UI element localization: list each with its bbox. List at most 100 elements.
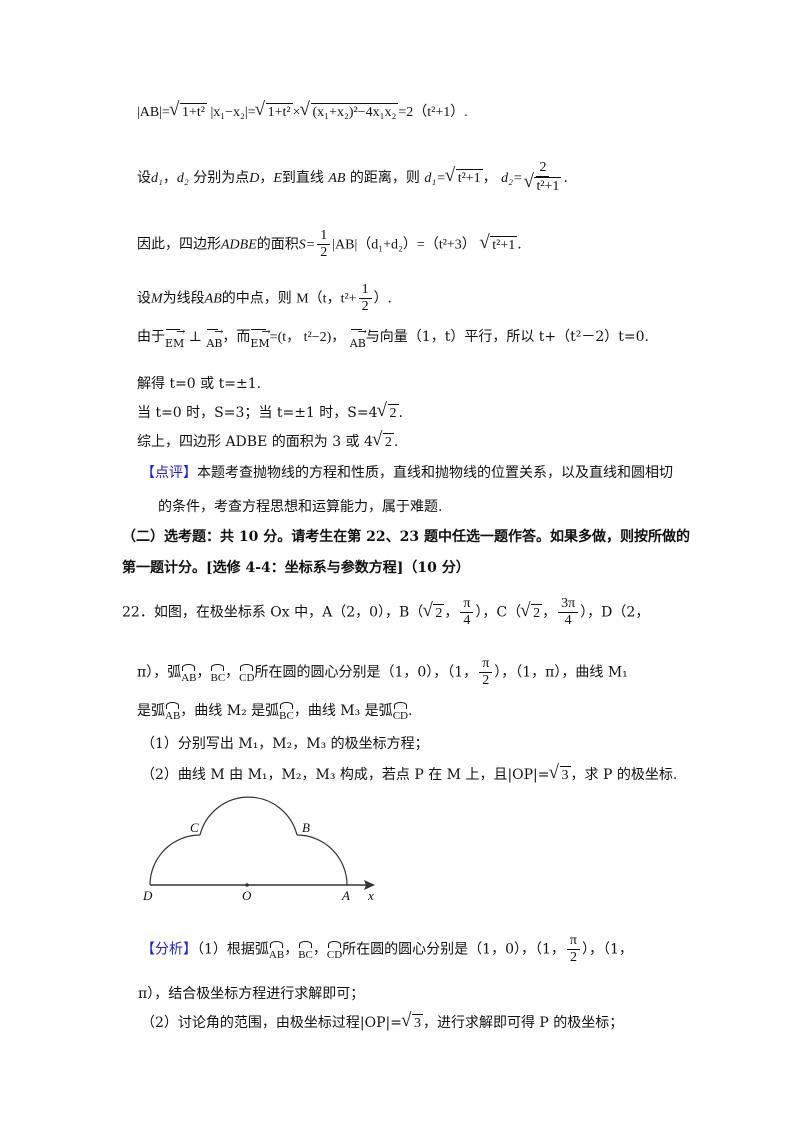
text: 与向量（1，t）平行，所以 t+（t²－2）t=0. <box>365 329 649 345</box>
numerator: 1 <box>317 228 331 245</box>
text: ，而 <box>222 329 251 345</box>
arc-bc <box>199 796 298 836</box>
text: ），（1， <box>581 941 633 958</box>
sqrt-content: 2 <box>387 404 399 421</box>
ab-length-formula: |AB|=1+t² |x₁−x₂|=1+t²×(x₁+x₂)²−4x₁x₂=2（… <box>137 100 468 123</box>
m-coord: M（t，t²+ <box>296 291 357 307</box>
numerator: π <box>479 656 493 673</box>
text: 综上，四边形 ADBE 的面积为 3 或 4 <box>137 434 373 450</box>
label-D: D <box>143 888 153 903</box>
arc-ab <box>296 834 348 886</box>
analysis-line-3: （2）讨论角的范围，由极坐标过程|OP|=3，进行求解即可得 P 的极坐标； <box>141 1011 624 1034</box>
abs-term: |x₁−x₂|= <box>210 105 256 120</box>
d2-eq: d₂= <box>501 171 523 186</box>
text: （2）讨论角的范围，由极坐标过程|OP|= <box>141 1015 402 1031</box>
arc-ab: AB <box>165 702 180 726</box>
review-line-2: 的条件，考查方程思想和运算能力，属于难题. <box>158 499 443 515</box>
text: 22．如图，在极坐标系 Ox 中，A（2，0），B（ <box>122 604 424 621</box>
var-d2: d₂ <box>176 171 189 186</box>
sqrt-1: 1+t² <box>169 100 207 123</box>
text: 分别为点 <box>193 170 250 186</box>
arc-ab: AB <box>269 940 284 965</box>
text: 到直线 <box>281 170 324 186</box>
numerator: 1 <box>358 282 372 299</box>
vector-em: EM <box>165 322 185 354</box>
text: 所在圆的圆心分别是（1，0），（1， <box>254 664 478 681</box>
var-E: E <box>273 171 282 186</box>
text: 的中点，则 <box>221 290 292 307</box>
numerator: π <box>460 596 474 613</box>
d1-sqrt-content: t²+1 <box>455 169 483 186</box>
area-rest: |AB|（d₁+d₂）=（t²+3） <box>332 237 476 253</box>
curve-figure <box>149 796 375 890</box>
denominator: 2 <box>569 950 577 965</box>
text: . <box>398 405 403 421</box>
denominator: 2 <box>482 673 490 688</box>
review-text: 本题考查抛物线的方程和性质，直线和抛物线的位置关系，以及直线和圆相切 <box>197 465 673 481</box>
d2-fraction: 2t²+1 <box>523 160 562 196</box>
question-1: （1）分别写出 M₁，M₂，M₃ 的极坐标方程； <box>141 736 429 752</box>
text: 所在圆的圆心分别是（1，0），（1， <box>342 941 565 958</box>
denominator: t²+1 <box>534 177 562 194</box>
denominator: 2 <box>320 245 328 260</box>
text: ，进行求解即可得 P 的极坐标； <box>422 1015 624 1031</box>
ab-result: =2（t²+1）. <box>398 105 468 120</box>
text: . <box>393 434 399 450</box>
label-O: O <box>242 888 252 903</box>
text: . <box>563 170 568 186</box>
denominator: 4 <box>564 613 572 628</box>
numerator: 3π <box>558 596 579 613</box>
arc-bc: BC <box>279 702 294 726</box>
sqrt-content: 2 <box>531 603 543 621</box>
text: 设 <box>137 170 151 186</box>
review-line-1: 【点评】本题考查抛物线的方程和性质，直线和抛物线的位置关系，以及直线和圆相切 <box>141 463 673 483</box>
vector-em: EM <box>250 322 270 354</box>
var-M: M <box>151 291 163 307</box>
polar-curve-diagram: C B D O A x <box>130 780 390 914</box>
text: （1）根据弧 <box>197 941 269 958</box>
text: ），C（ <box>475 604 522 621</box>
sqrt-2-value: 2 <box>372 430 394 453</box>
text: 的距离，则 <box>349 170 420 186</box>
text: . <box>517 236 522 253</box>
var-D: D <box>249 171 260 186</box>
text: ），（1，π），曲线 M₁ <box>494 664 628 681</box>
solve-line: 解得 t=0 或 t=±1. <box>137 376 262 392</box>
sqrt-3-value: 3 <box>401 1011 423 1034</box>
sqrt-content: 2 <box>433 603 445 621</box>
text: 设 <box>137 290 151 307</box>
text: ，求 P 的极坐标. <box>570 767 678 783</box>
text: ， <box>444 604 459 621</box>
text: 的面积 <box>256 236 299 253</box>
distances-line: 设d₁，d₂ 分别为点D，E到直线 AB 的距离，则 d₁=t²+1， d₂=2… <box>137 160 568 196</box>
sqrt-3: (x₁+x₂)²−4x₁x₂ <box>300 100 399 123</box>
sqrt-2-value: 2 <box>377 401 399 424</box>
sqrt-2-value: 2 <box>520 601 543 624</box>
em-value: =(t， t²−2)， <box>269 330 346 345</box>
text: 为线段 <box>162 290 205 307</box>
vector-ab: AB <box>350 322 366 354</box>
text: ， <box>196 664 211 681</box>
conclusion-line: 综上，四边形 ADBE 的面积为 3 或 42. <box>137 430 399 453</box>
text: . <box>407 703 413 719</box>
text: ，曲线 M₂ 是弧 <box>180 703 280 719</box>
text: ， <box>162 170 177 186</box>
times-sign: × <box>292 105 301 120</box>
var-d1: d₁ <box>151 171 163 186</box>
perpendicular-line: 由于EM ⊥ AB，而EM=(t， t²−2)， AB与向量（1，t）平行，所以… <box>137 322 649 354</box>
problem22-line-3: 是弧AB，曲线 M₂ 是弧BC，曲线 M₃ 是弧CD. <box>137 701 412 726</box>
var-AB: AB <box>328 171 346 186</box>
review-tag: 【点评】 <box>141 465 197 481</box>
analysis-line-2: π），结合极坐标方程进行求解即可； <box>138 986 365 1002</box>
area-sqrt-content: t²+1 <box>490 235 518 253</box>
sqrt-2-value: 2 <box>422 601 445 624</box>
numerator: π <box>566 933 580 950</box>
s-eq: S= <box>298 237 316 253</box>
arc-bc: BC <box>298 940 313 965</box>
